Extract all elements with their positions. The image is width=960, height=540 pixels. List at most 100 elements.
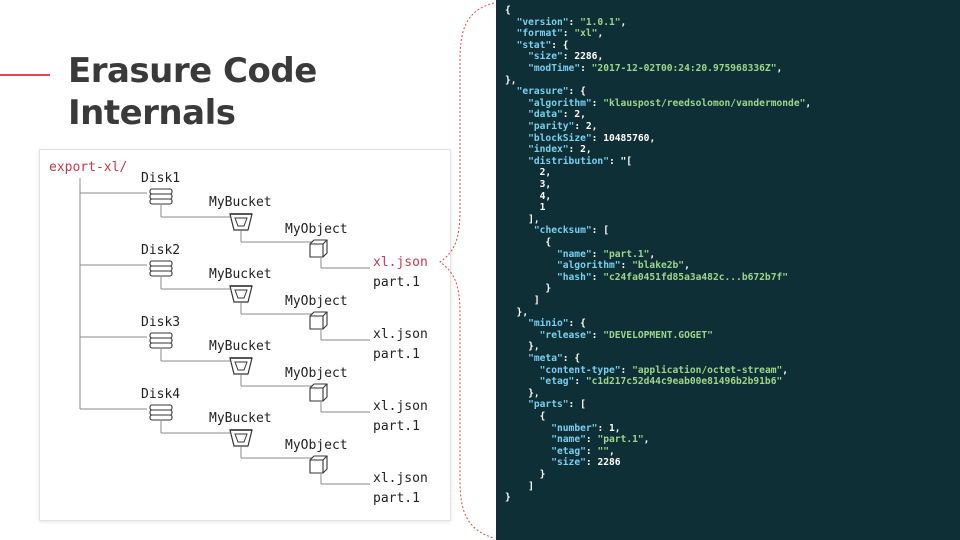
- code-token: : "[: [608, 155, 633, 167]
- code-line: "data": 2,: [505, 109, 586, 120]
- code-token: 10485760: [603, 132, 650, 144]
- object-label: MyObject: [285, 294, 348, 309]
- code-token: "checksum": [533, 225, 592, 237]
- code-token: "xl": [574, 28, 598, 40]
- code-token: [505, 272, 557, 283]
- code-token: "etag": [551, 445, 586, 457]
- code-token: :: [574, 121, 586, 132]
- object-cube-icon: [309, 455, 328, 474]
- code-token: "release": [539, 329, 592, 341]
- code-token: ,: [597, 51, 604, 63]
- code-line: "parts": [: [505, 399, 586, 410]
- code-token: [505, 249, 557, 260]
- code-token: [505, 40, 517, 51]
- code-token: "version": [516, 16, 569, 28]
- code-token: ,: [609, 445, 615, 457]
- code-line: 3,: [505, 179, 552, 190]
- code-token: "modTime": [528, 63, 581, 74]
- code-token: :: [591, 248, 604, 260]
- bucket-icon: [229, 285, 253, 303]
- code-token: :: [620, 260, 633, 272]
- disk-label: Disk3: [141, 315, 180, 330]
- code-token: "data": [528, 109, 563, 121]
- code-token: "1.0.1": [580, 16, 621, 28]
- code-token: ,: [643, 434, 650, 446]
- xl-json-callout-brace: [439, 2, 495, 539]
- code-token: ,: [614, 422, 621, 434]
- code-token: [505, 156, 528, 167]
- bucket-icon: [229, 357, 253, 375]
- code-token: 1: [505, 202, 546, 214]
- bucket-label: MyBucket: [209, 267, 272, 282]
- code-token: },: [505, 387, 540, 399]
- code-token: ,: [597, 28, 604, 40]
- disk-icon: [149, 260, 173, 277]
- code-line: },: [505, 75, 517, 86]
- code-line: "distribution": "[: [505, 156, 632, 167]
- code-line: "minio": {: [505, 318, 586, 329]
- object-cube-icon: [309, 383, 328, 402]
- xl-json-file-label: xl.json: [373, 471, 428, 486]
- disk-icon: [149, 332, 173, 349]
- code-token: }: [505, 469, 546, 480]
- part-file-label: part.1: [373, 275, 420, 290]
- code-token: :: [580, 63, 592, 74]
- code-line: ]: [505, 295, 540, 306]
- code-token: : [: [568, 399, 586, 411]
- code-token: {: [505, 5, 511, 16]
- code-token: "distribution": [528, 155, 609, 167]
- part-file-label: part.1: [373, 419, 420, 434]
- code-line: "number": 1,: [505, 422, 621, 434]
- code-token: "algorithm": [528, 97, 592, 109]
- code-token: "hash": [556, 271, 592, 283]
- slide-title: Erasure Code Internals: [68, 50, 317, 134]
- directory-tree-diagram: export-xl/Disk1MyBucketMyObjectxl.jsonpa…: [49, 160, 428, 506]
- code-token: 4,: [505, 190, 552, 202]
- code-token: :: [585, 434, 598, 446]
- code-token: "2017-12-02T00:24:20.975968336Z": [591, 63, 777, 74]
- slide-title-line-1: Erasure Code: [68, 51, 317, 91]
- code-token: "size": [551, 457, 586, 469]
- code-token: "blockSize": [528, 132, 592, 144]
- code-token: :: [562, 109, 575, 121]
- code-token: ],: [505, 213, 540, 225]
- part-file-label: part.1: [373, 347, 420, 362]
- code-token: ,: [580, 109, 586, 121]
- code-token: ,: [649, 248, 656, 260]
- bucket-icon: [229, 213, 253, 231]
- code-token: [505, 144, 528, 155]
- object-cube-icon: [309, 239, 328, 258]
- code-token: "format": [516, 28, 563, 40]
- code-token: [505, 51, 528, 62]
- code-token: [505, 17, 517, 28]
- disk-label: Disk4: [141, 387, 180, 402]
- code-token: 2286: [597, 457, 621, 469]
- code-token: "": [597, 445, 609, 457]
- object-label: MyObject: [285, 222, 348, 237]
- code-line: },: [505, 341, 540, 352]
- object-label: MyObject: [285, 366, 348, 381]
- code-line: }: [505, 492, 511, 503]
- code-token: [505, 365, 540, 376]
- object-cube-icon: [309, 311, 328, 330]
- code-token: "meta": [528, 353, 563, 364]
- code-token: [505, 423, 551, 434]
- code-line: }: [505, 283, 551, 294]
- code-line: ],: [505, 214, 540, 225]
- code-token: [505, 260, 557, 271]
- code-token: },: [505, 341, 540, 353]
- bucket-label: MyBucket: [209, 195, 272, 210]
- code-line: "size": 2286,: [505, 51, 603, 62]
- code-token: {: [505, 411, 546, 422]
- code-token: 2: [580, 144, 586, 156]
- code-token: "parts": [528, 399, 569, 411]
- code-token: },: [505, 74, 517, 86]
- root-folder-label: export-xl/: [49, 160, 127, 175]
- code-line: "hash": "c24fa0451fd85a3a482c...b672b7f": [505, 272, 788, 283]
- code-token: [505, 63, 528, 74]
- code-line: },: [505, 307, 529, 318]
- code-token: [505, 434, 551, 445]
- code-line: "algorithm": "blake2b",: [505, 260, 690, 271]
- code-line: {: [505, 5, 511, 16]
